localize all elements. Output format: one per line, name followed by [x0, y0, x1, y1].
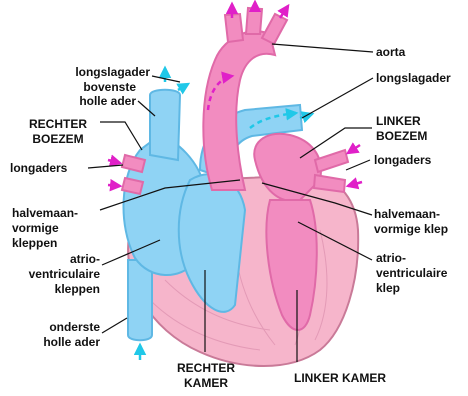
- pulmonary-veins-right: [315, 150, 348, 172]
- label-longaders-left: longaders: [10, 161, 68, 175]
- pulmonary-veins-left-lower: [122, 178, 143, 194]
- label-halvemaan-right-1: halvemaan-: [374, 207, 440, 221]
- label-onderste-holle-ader-2: holle ader: [43, 335, 100, 349]
- label-atrio-left-2: ventriculaire: [29, 267, 101, 281]
- aorta-branch-right: [262, 14, 287, 44]
- label-onderste-holle-ader-1: onderste: [49, 320, 100, 334]
- label-longslagader-left: longslagader: [75, 65, 150, 79]
- pulmonary-veins-right-lower: [314, 175, 345, 192]
- aorta-branch-left: [225, 14, 243, 42]
- label-linker-boezem-2: BOEZEM: [376, 129, 427, 143]
- label-longslagader-right: longslagader: [376, 71, 451, 85]
- label-halvemaan-left-1: halvemaan-: [12, 206, 78, 220]
- label-atrio-left-1: atrio-: [70, 252, 100, 266]
- label-longaders-right: longaders: [374, 153, 432, 167]
- label-rechter-boezem-2: BOEZEM: [32, 132, 83, 146]
- label-linker-kamer: LINKER KAMER: [294, 371, 386, 385]
- label-atrio-left-3: kleppen: [55, 282, 100, 296]
- label-linker-boezem-1: LINKER: [376, 114, 421, 128]
- inferior-vena-cava: [128, 260, 152, 340]
- label-bovenste-holle-ader-1: bovenste: [83, 80, 136, 94]
- label-rechter-kamer-1: RECHTER: [177, 361, 235, 375]
- label-halvemaan-left-3: kleppen: [12, 236, 57, 250]
- label-atrio-right-1: atrio-: [376, 251, 406, 265]
- label-rechter-boezem-1: RECHTER: [29, 117, 87, 131]
- label-rechter-kamer-2: KAMER: [184, 376, 228, 390]
- label-atrio-right-2: ventriculaire: [376, 266, 448, 280]
- label-aorta: aorta: [376, 45, 406, 59]
- label-atrio-right-3: klep: [376, 281, 400, 295]
- label-halvemaan-right-2: vormige klep: [374, 222, 448, 236]
- superior-vena-cava: [150, 90, 180, 160]
- label-bovenste-holle-ader-2: holle ader: [79, 94, 136, 108]
- label-halvemaan-left-2: vormige: [12, 221, 59, 235]
